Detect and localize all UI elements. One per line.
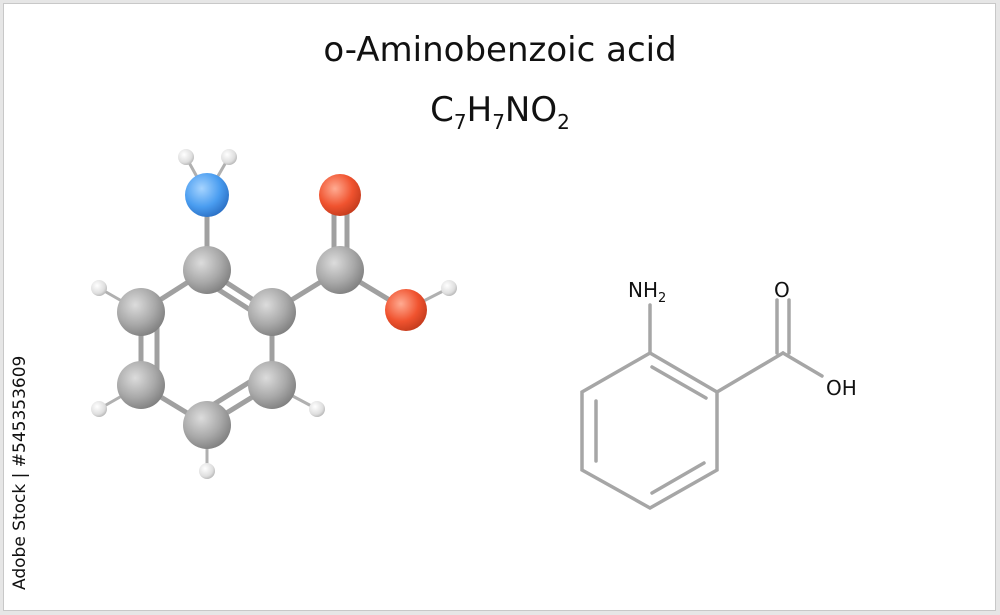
compound-name-title: o-Aminobenzoic acid [323, 30, 677, 70]
ring-double-bond-bottom [650, 461, 706, 495]
hydrogen-atoms [91, 149, 457, 479]
hydrogen-atom [91, 401, 107, 417]
formula-hydrogen-count: 7 [492, 110, 505, 134]
nitrogen-atom [185, 173, 229, 217]
hydroxyl-bond [781, 351, 824, 378]
oxygen-atom-carbonyl [319, 174, 361, 216]
carbon-atoms [117, 246, 364, 449]
ring-double-bond-top [650, 365, 708, 400]
carbon-atom [183, 401, 231, 449]
skeletal-ring [580, 350, 719, 511]
carbon-atom [316, 246, 364, 294]
hydrogen-atom [199, 463, 215, 479]
oxygen-atom-hydroxyl [385, 289, 427, 331]
hydrogen-atom [441, 280, 457, 296]
formula-nitrogen-oxygen: NO [504, 90, 558, 130]
formula-carbon: C [430, 90, 454, 130]
image-card [3, 3, 996, 611]
hydrogen-atom [221, 149, 237, 165]
carbon-atom [183, 246, 231, 294]
carboxyl-bond [715, 351, 785, 394]
hydrogen-atom [178, 149, 194, 165]
chemical-formula: C7H7NO2 [0, 90, 1000, 134]
formula-carbon-count: 7 [453, 110, 467, 134]
carbon-atom [248, 288, 296, 336]
amine-label: NH2 [628, 278, 666, 306]
carbon-atom [117, 288, 165, 336]
carbonyl-oxygen-label: O [774, 278, 790, 302]
benzene-ring [580, 350, 719, 511]
hydrogen-atom [309, 401, 325, 417]
carbon-atom [117, 361, 165, 409]
carbon-atom [248, 361, 296, 409]
formula-oxygen-count: 2 [557, 110, 570, 134]
hydrogen-atom [91, 280, 107, 296]
hydroxyl-label: OH [826, 376, 857, 400]
formula-hydrogen: H [466, 90, 493, 130]
